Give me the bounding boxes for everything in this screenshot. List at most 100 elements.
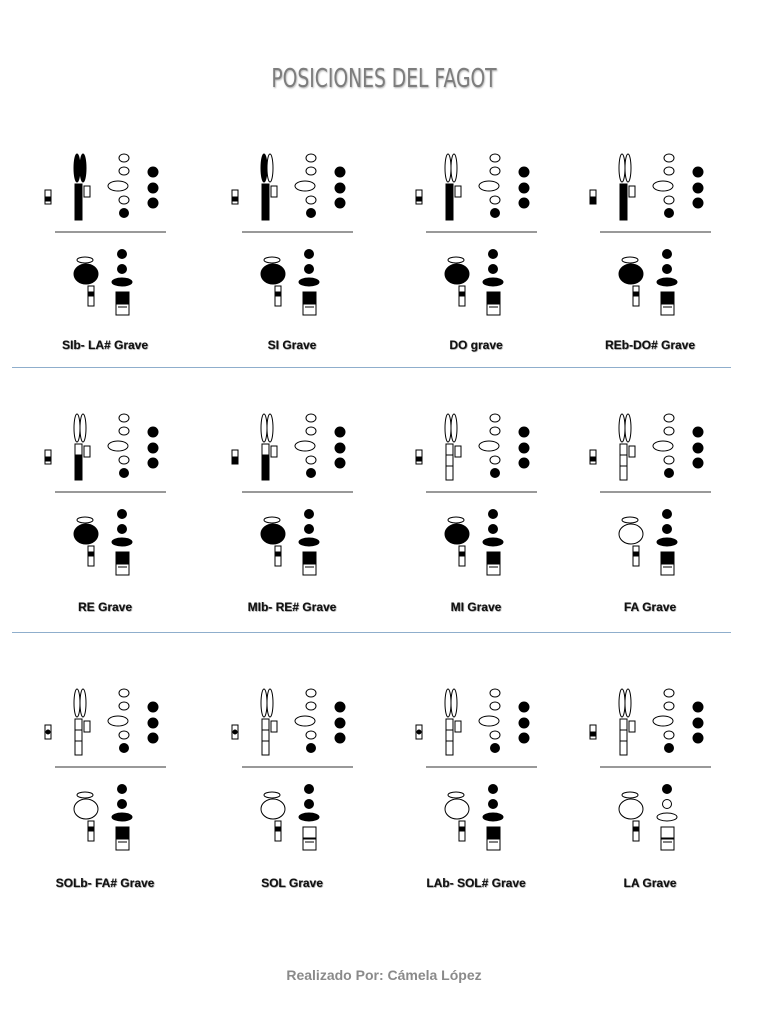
left-column-key: [74, 454, 83, 467]
upper-hole: [663, 730, 675, 740]
right-column-key: [692, 457, 704, 469]
side-key: [270, 445, 278, 458]
upper-hole: [306, 208, 316, 218]
fingering-diagram: REb-DO# Grave: [570, 150, 730, 365]
right-column-key: [518, 457, 530, 469]
lower-right-hole: [304, 509, 314, 519]
lower-oval-key: [482, 812, 504, 822]
lower-thumb-box-fill: [459, 551, 465, 556]
thumb-key: [444, 263, 470, 285]
half-hole-key: [652, 440, 674, 452]
fagot-keys-svg: [589, 413, 711, 576]
left-column-key: [445, 443, 454, 456]
upper-hole: [118, 153, 130, 163]
side-key: [270, 185, 278, 198]
right-column-key: [147, 166, 159, 178]
fagot-keys-svg: [44, 153, 166, 316]
left-column-key: [261, 205, 270, 221]
side-key: [83, 720, 91, 733]
upper-hole: [118, 195, 130, 205]
back-key: [589, 724, 597, 740]
pedal-key: [660, 563, 675, 576]
left-column-key: [619, 194, 628, 207]
left-column-key: [261, 194, 270, 207]
left-column-key: [445, 194, 454, 207]
ring-key: [76, 256, 94, 264]
lower-oval-key: [111, 812, 133, 822]
upper-hole: [664, 208, 674, 218]
right-column-key: [147, 457, 159, 469]
upper-hole: [663, 166, 675, 176]
whisper-key-right: [79, 413, 87, 443]
whisper-key-left: [618, 413, 626, 443]
pedal-key: [486, 838, 501, 851]
lower-right-hole: [662, 799, 672, 809]
fingering-label: LAb- SOL# Grave: [426, 876, 526, 890]
whisper-key-left: [444, 413, 452, 443]
whisper-key-right: [450, 688, 458, 718]
back-key-dot: [232, 729, 238, 735]
left-column-key: [445, 729, 454, 742]
half-hole-key: [107, 715, 129, 727]
left-column-key: [445, 205, 454, 221]
left-column-key: [261, 740, 270, 756]
fingering-label: FA Grave: [623, 600, 677, 614]
left-column-key: [619, 729, 628, 742]
fagot-keys-svg: [44, 688, 166, 851]
upper-hole: [489, 688, 501, 698]
lower-right-hole: [488, 524, 498, 534]
right-column-key: [334, 182, 346, 194]
back-key: [44, 189, 52, 205]
lower-thumb-box-fill: [633, 826, 639, 831]
whisper-key-right: [266, 688, 274, 718]
left-column-key: [619, 718, 628, 731]
right-column-key: [147, 442, 159, 454]
lower-right-hole: [488, 799, 498, 809]
lower-right-hole: [117, 524, 127, 534]
pedal-key: [302, 291, 317, 304]
lower-oval-key: [298, 812, 320, 822]
fingering-label: DO grave: [449, 338, 503, 352]
fingering-diagram: SIb- LA# Grave: [25, 150, 185, 365]
ring-key: [447, 791, 465, 799]
lower-thumb-box-fill: [275, 826, 281, 831]
pedal-key: [302, 826, 317, 839]
fagot-keys-svg: [415, 688, 537, 851]
side-key: [628, 445, 636, 458]
lower-oval-key: [482, 277, 504, 287]
left-column-key: [74, 194, 83, 207]
lower-thumb-box-fill: [459, 826, 465, 831]
left-column-key: [445, 718, 454, 731]
right-column-key: [518, 701, 530, 713]
left-column-key: [74, 183, 83, 196]
lower-oval-key: [298, 537, 320, 547]
right-column-key: [147, 701, 159, 713]
fagot-keys-svg: [415, 153, 537, 316]
lower-right-hole: [488, 509, 498, 519]
right-column-key: [147, 717, 159, 729]
lower-right-hole: [304, 264, 314, 274]
left-column-key: [619, 443, 628, 456]
thumb-key: [260, 798, 286, 820]
lower-oval-key: [298, 277, 320, 287]
pedal-key: [302, 563, 317, 576]
upper-hole: [118, 413, 130, 423]
lower-right-hole: [304, 524, 314, 534]
lower-oval-key: [111, 277, 133, 287]
back-key: [231, 724, 239, 740]
right-column-key: [334, 426, 346, 438]
left-column-key: [261, 454, 270, 467]
fingering-diagram: RE Grave: [25, 410, 185, 625]
pedal-key: [115, 826, 130, 839]
left-column-key: [445, 183, 454, 196]
back-key-dot: [416, 729, 422, 735]
back-key: [44, 449, 52, 465]
fingering-diagram: LA Grave: [570, 685, 730, 900]
half-hole-key: [652, 180, 674, 192]
thumb-key: [618, 523, 644, 545]
lower-oval-key: [656, 277, 678, 287]
thumb-key: [618, 798, 644, 820]
upper-hole: [118, 426, 130, 436]
lower-right-hole: [662, 509, 672, 519]
row-separator: [12, 367, 731, 368]
